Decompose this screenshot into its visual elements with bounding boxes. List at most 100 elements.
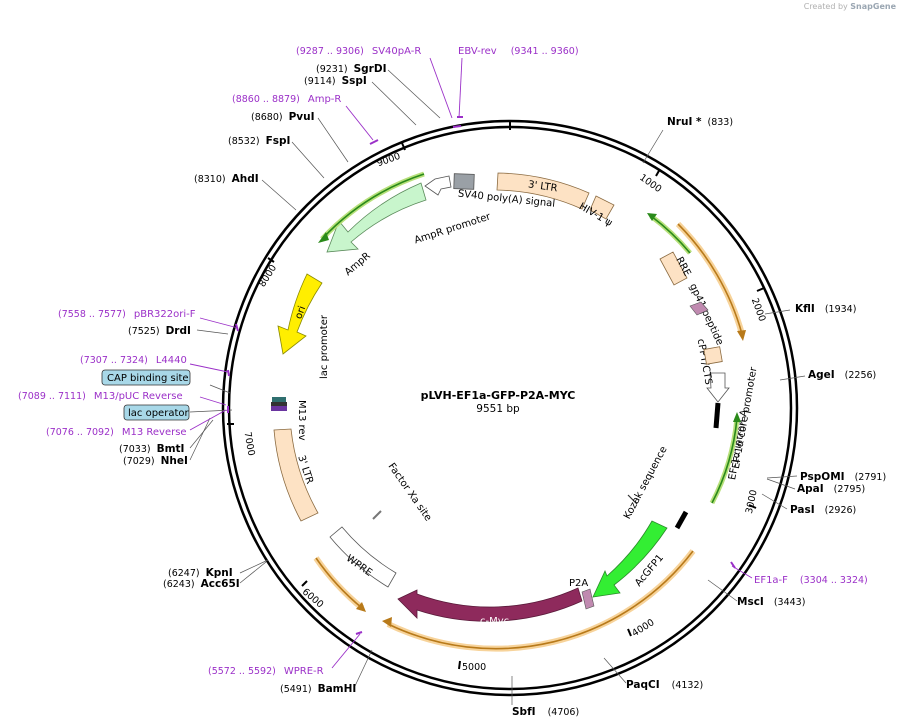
tick-3000 <box>748 504 757 509</box>
site-leader-cap <box>209 384 231 394</box>
primer-amp-r[interactable]: (8860 .. 8879)Amp-R <box>232 94 341 105</box>
rre-feature[interactable] <box>659 251 688 286</box>
cppt-arrow[interactable] <box>706 372 730 403</box>
site-paqci[interactable]: PaqCI(4132) <box>626 679 703 691</box>
site-sspi[interactable]: (9114) SspI <box>304 75 367 87</box>
p2a-label: P2A <box>569 578 588 589</box>
site-leader-fspi <box>291 141 325 179</box>
site-kfli-name: KflI <box>795 303 815 315</box>
wpre-feature[interactable] <box>329 526 397 588</box>
m13rev-block[interactable] <box>271 406 287 411</box>
primer-ebv-rev-pos: (9341 .. 9360) <box>511 46 579 57</box>
ampr-label: AmpR <box>343 250 373 278</box>
orf-arrowhead-bottom <box>382 617 392 627</box>
site-leader-pasi <box>761 493 788 510</box>
site-sbfi-pos: (4706) <box>548 707 580 718</box>
site-sgrdi-pos: (9231) <box>316 64 348 75</box>
site-leader-msci <box>707 579 738 602</box>
primer-m13puc-rev[interactable]: (7089 .. 7111)M13/pUC Reverse <box>18 391 183 402</box>
gp41-small-arrow[interactable] <box>689 301 709 316</box>
site-apai-name: ApaI <box>797 483 824 495</box>
factorxa-label: Factor Xa site <box>385 461 433 523</box>
site-sgrdi[interactable]: (9231)SgrDI <box>316 63 386 75</box>
site-pasi-pos: (2926) <box>825 505 857 516</box>
tick-label-4000: 4000 <box>630 617 656 639</box>
site-bmti-name: BmtI <box>157 443 185 455</box>
site-kpni[interactable]: (6247)KpnI <box>168 567 233 579</box>
primer-ef1a-f[interactable]: EF1a-F(3304 .. 3324) <box>754 575 868 586</box>
site-ahdi[interactable]: (8310)AhdI <box>194 173 259 185</box>
lac-promoter-label: lac promoter <box>319 314 330 379</box>
site-fspi[interactable]: (8532)FspI <box>228 135 290 147</box>
site-leader-pspomi <box>766 475 798 479</box>
site-pspomi[interactable]: PspOMI(2791) <box>800 471 886 483</box>
site-sbfi[interactable]: SbfI(4706) <box>512 706 579 718</box>
site-bmti[interactable]: (7033)BmtI <box>119 443 184 455</box>
ori-arrow[interactable] <box>277 273 323 355</box>
primer-sv40pa-r-name: SV40pA-R <box>372 46 421 57</box>
tick-1000 <box>655 168 661 177</box>
site-leader-paqci <box>603 657 627 684</box>
site-apai[interactable]: ApaI(2795) <box>797 483 865 495</box>
primer-l4440[interactable]: (7307 .. 7324)L4440 <box>80 355 187 366</box>
site-leader-bmti <box>189 419 214 449</box>
tick-label-5000: 5000 <box>462 662 486 673</box>
sv40-polya-box[interactable] <box>453 173 475 190</box>
primer-mark-l4440 <box>227 369 230 377</box>
site-acc65i[interactable]: (6243)Acc65I <box>163 578 240 590</box>
primer-pbr322ori-f[interactable]: (7558 .. 7577)pBR322ori-F <box>58 309 196 320</box>
primer-ebv-rev[interactable]: EBV-rev (9341 .. 9360) <box>458 46 579 57</box>
site-agei[interactable]: AgeI(2256) <box>808 369 876 381</box>
primer-m13-rev[interactable]: (7076 .. 7092) M13 Reverse <box>46 427 187 438</box>
primer-leader-lines <box>189 57 753 669</box>
primer-leader-m13puc-rev <box>199 396 227 406</box>
ltr-3-feature[interactable] <box>273 428 319 522</box>
p2a-feature[interactable] <box>581 588 595 610</box>
site-pasi[interactable]: PasI(2926) <box>790 504 856 516</box>
lac-promoter-block[interactable] <box>271 402 287 406</box>
primer-m13puc-rev-name: M13/pUC Reverse <box>94 391 183 402</box>
ltr-5-feature[interactable] <box>496 172 590 210</box>
lac-operator-box[interactable] <box>123 404 190 421</box>
primer-l4440-pos: (7307 .. 7324) <box>80 355 148 366</box>
primer-ef1a-f-pos: (3304 .. 3324) <box>800 575 868 586</box>
gp41-box[interactable] <box>703 346 723 365</box>
site-pvui[interactable]: (8680)PvuI <box>251 111 315 123</box>
site-kfli[interactable]: KflI(1934) <box>795 303 856 315</box>
ampr-arrow[interactable] <box>326 182 427 253</box>
ampr-promoter-arrow[interactable] <box>424 175 452 196</box>
primer-m13-rev-name: M13 Reverse <box>122 427 187 438</box>
site-leader-sgrdi <box>387 69 441 119</box>
site-fspi-pos: (8532) <box>228 136 260 147</box>
site-ahdi-name: AhdI <box>232 173 259 185</box>
plasmid-size: 9551 bp <box>476 403 520 415</box>
primer-ebv-rev-name: EBV-rev <box>458 46 497 57</box>
site-nrui[interactable]: NruI *(833) <box>667 116 733 128</box>
primer-mark-wpre-r <box>355 631 363 635</box>
hiv-psi-feature[interactable] <box>589 195 615 220</box>
site-sspi-name: SspI <box>342 75 367 87</box>
site-msci[interactable]: MscI(3443) <box>737 596 805 608</box>
tick-label-3000: 3000 <box>744 489 760 515</box>
ef1a-bar-bottom <box>674 510 689 530</box>
cap-binding-block[interactable] <box>272 397 286 402</box>
site-sspi-pos: (9114) <box>304 76 336 87</box>
site-leader-bamhi <box>354 649 373 687</box>
orf-arrowhead-ef1a <box>733 412 741 422</box>
primer-m13-rev-pos: (7076 .. 7092) <box>46 427 114 438</box>
cmyc-arrow[interactable] <box>397 587 583 622</box>
site-drdi[interactable]: (7525)DrdI <box>128 325 191 337</box>
primer-sv40pa-r[interactable]: (9287 .. 9306)SV40pA-R <box>296 46 421 57</box>
site-nhei[interactable]: (7029)NheI <box>123 455 188 467</box>
cap-binding-site-box[interactable] <box>101 369 191 386</box>
kozak-label: Kozak sequence <box>622 445 670 521</box>
site-bamhi[interactable]: (5491)BamHI <box>280 683 356 695</box>
site-leader-drdi <box>196 329 229 335</box>
site-drdi-pos: (7525) <box>128 326 160 337</box>
ampr-orf-line-core <box>321 173 425 240</box>
primer-wpre-r[interactable]: (5572 .. 5592)WPRE-R <box>208 666 324 677</box>
acgfp-arrow[interactable] <box>592 520 668 598</box>
tick-label-2000: 2000 <box>749 297 768 323</box>
site-leader-kpni <box>239 559 269 574</box>
primer-leader-sv40pa-r <box>429 57 453 119</box>
